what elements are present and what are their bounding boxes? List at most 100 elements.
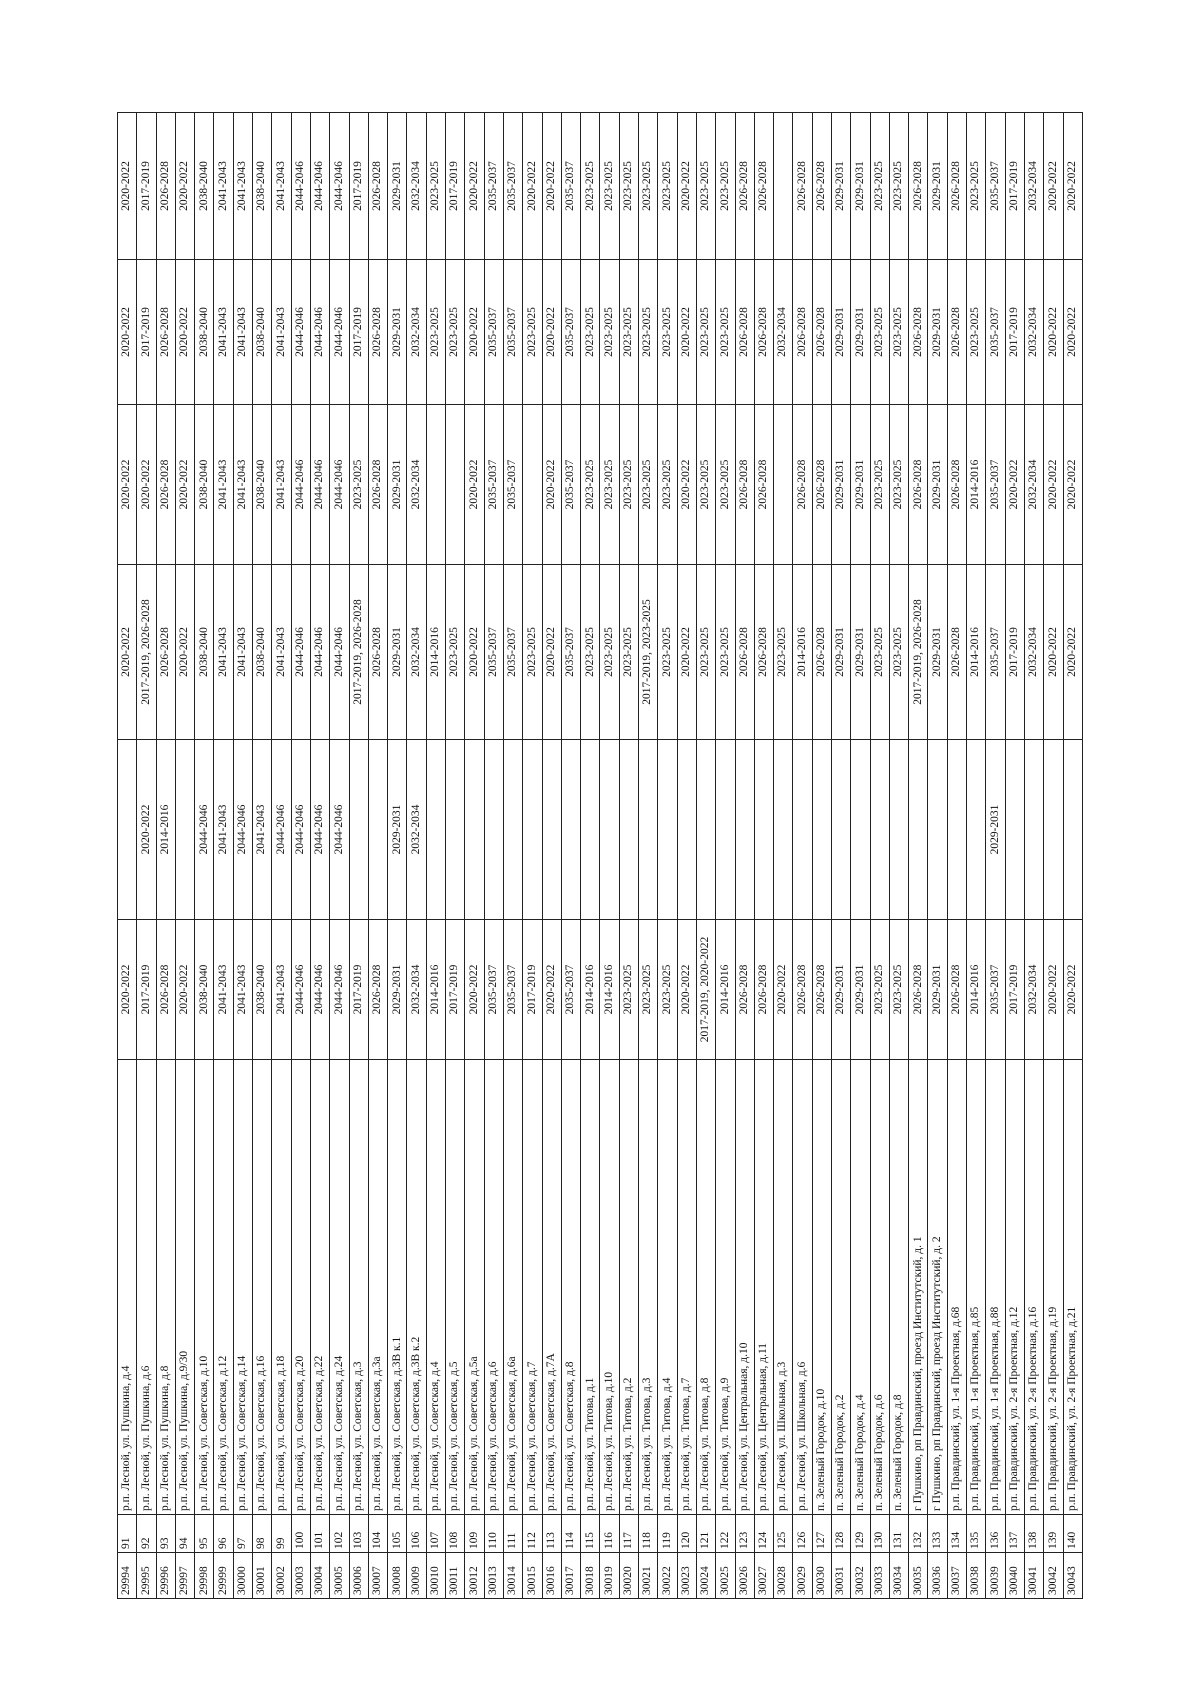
period-cell-6: 2041-2043	[271, 112, 292, 260]
row-number-cell: 140	[1063, 1514, 1083, 1553]
period-cell-5: 2038-2040	[194, 259, 214, 405]
address-cell: р.п. Лесной, ул. Советская, д.14	[233, 1059, 253, 1515]
house-id-cell: 29994	[117, 1552, 137, 1599]
period-cell-3: 2035-2037	[503, 564, 523, 740]
period-cell-5: 2026-2028	[947, 259, 967, 405]
period-cell-3: 2023-2025	[889, 564, 909, 740]
period-cell-5: 2020-2022	[1043, 259, 1064, 405]
address-cell: р.п. Правдинский, ул. 2-я Проектная, д.1…	[1024, 1059, 1044, 1515]
period-cell-3: 2026-2028	[735, 564, 755, 740]
period-cell-2: 2044-2046	[329, 739, 350, 920]
period-cell-6: 2017-2019	[445, 112, 465, 260]
address-cell: р.п. Лесной, ул. Титова, д.8	[696, 1059, 716, 1515]
period-cell-3: 2044-2046	[291, 564, 311, 740]
row-number-cell: 125	[773, 1514, 793, 1553]
house-id-cell: 30020	[619, 1552, 639, 1599]
period-cell-4: 2023-2025	[638, 404, 658, 565]
period-cell-5: 2032-2034	[406, 259, 427, 405]
period-cell-5: 2023-2025	[657, 259, 678, 405]
house-id-cell: 30019	[599, 1552, 620, 1599]
period-cell-5: 2023-2025	[715, 259, 735, 405]
period-cell-5: 2038-2040	[252, 259, 272, 405]
period-cell-1: 2032-2034	[406, 919, 427, 1060]
period-cell-2	[580, 739, 600, 920]
period-cell-1: 2026-2028	[792, 919, 813, 1060]
address-cell: п. Зеленый Городок, д.8	[889, 1059, 909, 1515]
address-cell: п. Зеленый Городок, д.10	[812, 1059, 832, 1515]
period-cell-4: 2023-2025	[715, 404, 735, 565]
period-cell-6: 2023-2025	[599, 112, 620, 260]
period-cell-3: 2029-2031	[387, 564, 407, 740]
house-id-cell: 30029	[792, 1552, 813, 1599]
house-id-cell: 30016	[542, 1552, 562, 1599]
period-cell-1: 2020-2022	[773, 919, 793, 1060]
period-cell-3: 2026-2028	[368, 564, 388, 740]
period-cell-3: 2044-2046	[329, 564, 350, 740]
period-cell-3: 2029-2031	[850, 564, 871, 740]
period-cell-3: 2020-2022	[1063, 564, 1083, 740]
period-cell-5: 2023-2025	[638, 259, 658, 405]
period-cell-2	[850, 739, 871, 920]
address-cell: р.п. Лесной, ул. Титова, д.4	[657, 1059, 678, 1515]
period-cell-6: 2023-2025	[966, 112, 986, 260]
row-number-cell: 135	[966, 1514, 986, 1553]
house-id-cell: 30031	[831, 1552, 851, 1599]
period-cell-6: 2020-2022	[677, 112, 697, 260]
address-cell: р.п. Правдинский, ул. 2-я Проектная, д.1…	[1005, 1059, 1025, 1515]
period-cell-6: 2026-2028	[792, 112, 813, 260]
house-id-cell: 29996	[156, 1552, 176, 1599]
period-cell-6: 2023-2025	[889, 112, 909, 260]
address-cell: р.п. Лесной, ул. Центральная, д.10	[735, 1059, 755, 1515]
address-cell: р.п. Лесной, ул. Титова, д.1	[580, 1059, 600, 1515]
period-cell-6: 2020-2022	[522, 112, 543, 260]
row-number-cell: 139	[1043, 1514, 1064, 1553]
period-cell-1: 2014-2016	[580, 919, 600, 1060]
period-cell-1: 2044-2046	[329, 919, 350, 1060]
period-cell-2	[445, 739, 465, 920]
period-cell-2	[889, 739, 909, 920]
period-cell-1: 2014-2016	[966, 919, 986, 1060]
address-cell: р.п. Лесной, ул. Титова, д.9	[715, 1059, 735, 1515]
address-cell: р.п. Лесной, ул. Советская, д.18	[271, 1059, 292, 1515]
period-cell-3: 2020-2022	[542, 564, 562, 740]
period-cell-6: 2020-2022	[1043, 112, 1064, 260]
period-cell-6	[773, 112, 793, 260]
period-cell-6: 2044-2046	[291, 112, 311, 260]
period-cell-3: 2014-2016	[966, 564, 986, 740]
period-cell-3: 2023-2025	[657, 564, 678, 740]
period-cell-1: 2017-2019, 2020-2022	[696, 919, 716, 1060]
house-id-cell: 30038	[966, 1552, 986, 1599]
address-cell: р.п. Лесной, ул. Советская, д.20	[291, 1059, 311, 1515]
period-cell-2: 2014-2016	[156, 739, 176, 920]
period-cell-3: 2020-2022	[1043, 564, 1064, 740]
address-cell: р.п. Лесной, ул. Советская, д.7А	[542, 1059, 562, 1515]
period-cell-1: 2035-2037	[484, 919, 504, 1060]
period-cell-2	[715, 739, 735, 920]
period-cell-3: 2017-2019, 2023-2025	[638, 564, 658, 740]
address-cell: р.п. Лесной, ул. Пушкина, д.8	[156, 1059, 176, 1515]
house-id-cell: 30011	[445, 1552, 465, 1599]
period-cell-1: 2032-2034	[1024, 919, 1044, 1060]
period-cell-4: 2020-2022	[136, 404, 157, 565]
period-cell-6: 2017-2019	[136, 112, 157, 260]
period-cell-2	[908, 739, 928, 920]
house-id-cell: 30022	[657, 1552, 678, 1599]
house-id-cell: 30043	[1063, 1552, 1083, 1599]
house-id-cell: 30006	[349, 1552, 369, 1599]
period-cell-6: 2023-2025	[638, 112, 658, 260]
period-cell-1: 2026-2028	[947, 919, 967, 1060]
period-cell-5: 2017-2019	[349, 259, 369, 405]
period-cell-3: 2026-2028	[947, 564, 967, 740]
period-cell-5: 2023-2025	[426, 259, 446, 405]
row-number-cell: 121	[696, 1514, 716, 1553]
house-id-cell: 30002	[271, 1552, 292, 1599]
